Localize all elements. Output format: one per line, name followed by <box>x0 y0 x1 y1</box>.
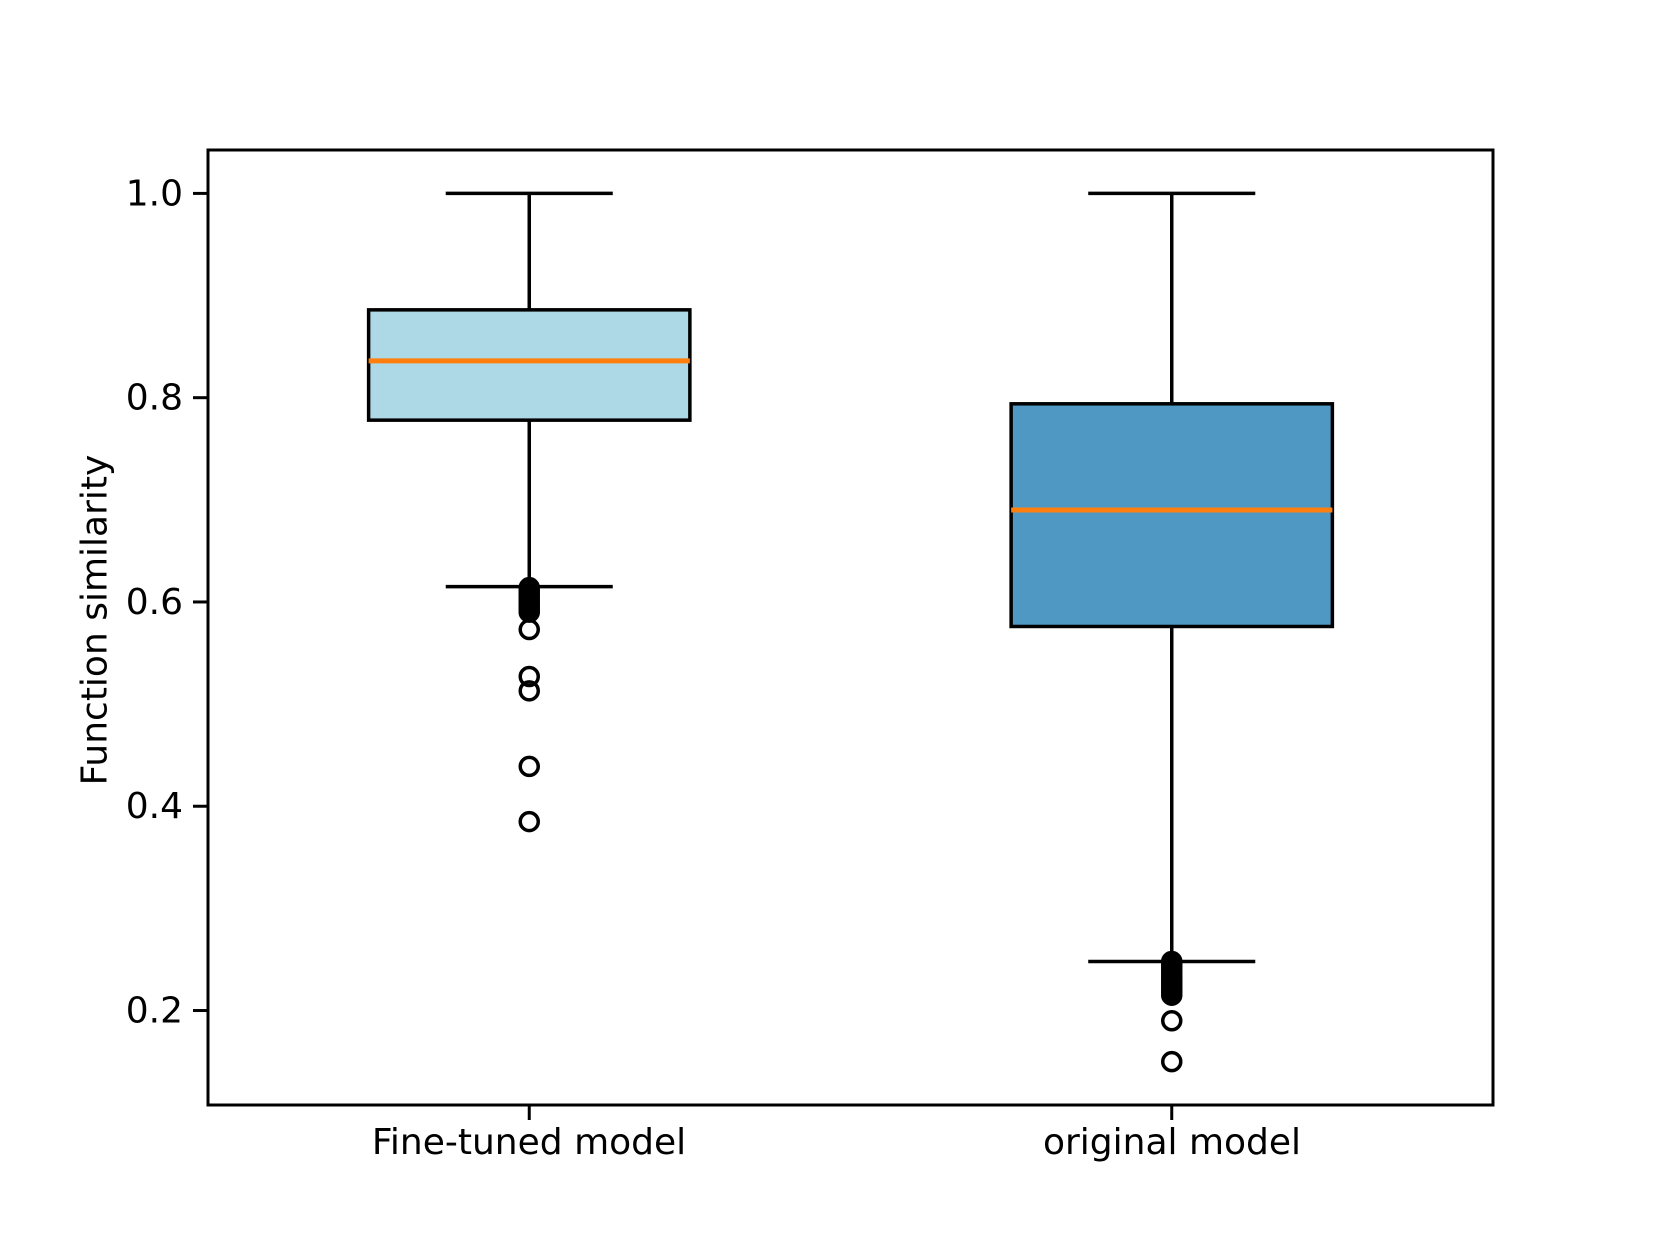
outlier-marker <box>1161 984 1183 1006</box>
outlier-marker <box>518 618 540 641</box>
y-tick-label: 0.4 <box>126 786 183 827</box>
outlier-marker <box>518 680 540 702</box>
x-category-label-original: original model <box>1042 1122 1302 1163</box>
iqr-box <box>1009 402 1335 629</box>
y-tick-label: 0.2 <box>126 991 183 1032</box>
y-tick-label: 1.0 <box>126 173 183 214</box>
iqr-box <box>366 308 692 422</box>
y-tick-label: 0.6 <box>126 582 183 623</box>
outlier-marker <box>518 755 540 778</box>
x-category-label-fine-tuned: Fine-tuned model <box>371 1122 687 1163</box>
outlier-marker <box>1161 1050 1183 1073</box>
y-tick-label: 0.8 <box>126 378 183 419</box>
outlier-marker <box>518 665 540 688</box>
outlier-marker <box>518 810 540 833</box>
plot-frame <box>206 148 1495 1107</box>
outlier-marker <box>1161 1009 1183 1032</box>
y-axis-label: Function similarity <box>74 454 116 786</box>
